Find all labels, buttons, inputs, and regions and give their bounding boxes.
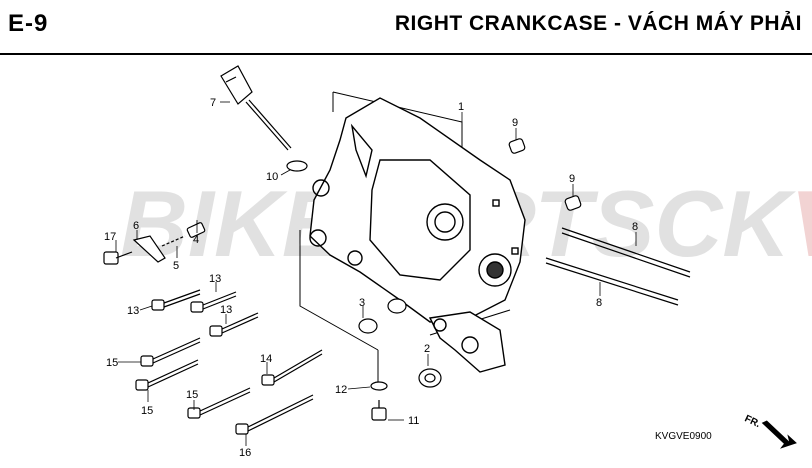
callout-13c: 13	[220, 304, 232, 316]
callout-17: 17	[104, 231, 116, 243]
callout-9a: 9	[512, 117, 518, 129]
oil-dipstick	[220, 65, 308, 172]
callout-4: 4	[193, 234, 199, 246]
leader-lines	[115, 101, 637, 446]
section-title: RIGHT CRANKCASE - VÁCH MÁY PHẢI	[394, 12, 802, 35]
right-crankcase	[309, 97, 526, 373]
callout-2: 2	[424, 343, 430, 355]
front-label: FR.	[743, 413, 762, 430]
callout-15b: 15	[141, 405, 153, 417]
callout-7: 7	[210, 97, 216, 109]
callout-13b: 13	[209, 273, 221, 285]
callout-8a: 8	[632, 221, 638, 233]
section-code: E-9	[8, 10, 49, 37]
studs	[545, 227, 691, 306]
callout-14: 14	[260, 353, 272, 365]
front-direction-indicator: FR.	[743, 413, 797, 449]
callout-1: 1	[458, 101, 464, 113]
callout-6: 6	[133, 220, 139, 232]
callout-16: 16	[239, 447, 251, 459]
collars-and-washer	[358, 298, 442, 421]
callout-labels: 7 10 1 9 9 8 8 17 6 4 5 13 13 13 15 15 1…	[104, 97, 638, 459]
callout-11: 11	[408, 415, 419, 427]
callout-12: 12	[335, 384, 347, 396]
callout-13a: 13	[127, 305, 139, 317]
callout-3: 3	[359, 297, 365, 309]
callout-8b: 8	[596, 297, 602, 309]
drawing-code: KVGVE0900	[655, 431, 712, 442]
header-divider	[0, 53, 812, 55]
callout-9b: 9	[569, 173, 575, 185]
dowel-pins	[508, 138, 582, 211]
callout-15c: 15	[186, 389, 198, 401]
watermark-part2: VN	[790, 171, 812, 276]
page-header: E-9 RIGHT CRANKCASE - VÁCH MÁY PHẢI	[0, 0, 812, 55]
callout-10: 10	[266, 171, 278, 183]
tensioner-parts	[103, 222, 206, 265]
callout-5: 5	[173, 260, 179, 272]
front-arrow-icon	[761, 420, 797, 449]
callout-15a: 15	[106, 357, 118, 369]
